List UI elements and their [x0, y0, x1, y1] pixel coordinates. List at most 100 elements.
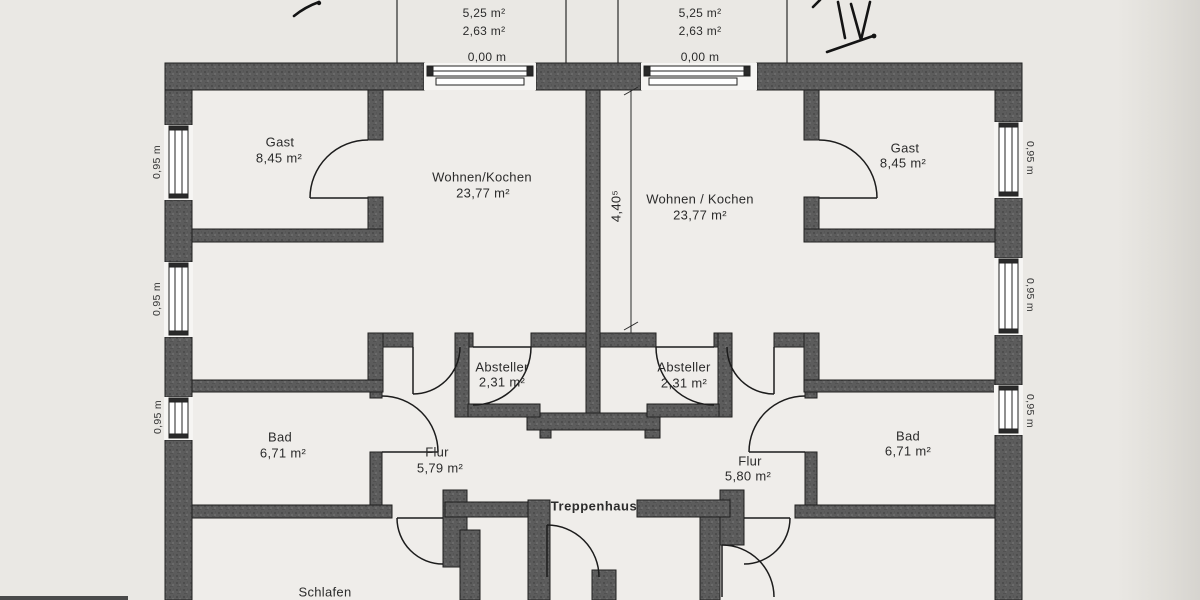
- wall-top-middle: [535, 62, 642, 91]
- room-area-gast-right: 8,45 m²: [879, 155, 927, 171]
- room-label-absteller-right: Absteller: [657, 359, 711, 375]
- room-area-flur-left: 5,79 m²: [416, 460, 464, 476]
- wall-bad-right-top: [803, 379, 996, 393]
- wall-central: [585, 89, 601, 414]
- room-label-wohnen-left: Wohnen/Kochen: [432, 169, 532, 185]
- room-area-absteller-left: 2,31 m²: [478, 374, 526, 390]
- room-area-wohnen-right: 23,77 m²: [673, 207, 727, 223]
- window-dim-left-2: 0,95 m: [151, 282, 163, 316]
- handwritten-marks: [292, 0, 877, 54]
- wall-gast-right-divider-upper: [803, 89, 820, 141]
- room-area-bad-left: 6,71 m²: [259, 445, 307, 461]
- wall-bad-left-east-upper: [369, 391, 383, 399]
- room-label-flur-left: Flur: [425, 444, 449, 460]
- wall-bad-left-east-lower: [369, 451, 383, 506]
- window-left-2: [164, 262, 193, 337]
- window-dim-left-1: 0,95 m: [151, 145, 163, 179]
- windows-left: [164, 125, 193, 440]
- balcony-rail-lines: [396, 0, 788, 63]
- room-label-treppenhaus: Treppenhaus: [550, 498, 638, 514]
- window-dim-right-1: 0,95 m: [1024, 141, 1036, 175]
- wall-bad-right-west-upper: [804, 391, 818, 399]
- room-label-gast-left: Gast: [265, 134, 295, 150]
- wall-left-4: [164, 439, 193, 600]
- windows-right: [994, 122, 1023, 435]
- wall-absteller-left-bottom: [467, 403, 541, 418]
- wall-top-left: [164, 62, 425, 91]
- wall-right-3: [994, 334, 1023, 386]
- doors: [309, 139, 878, 598]
- door-bad-right: [748, 395, 806, 453]
- door-wohnen-right: [726, 346, 775, 395]
- window-right-2: [994, 258, 1023, 335]
- wall-central-band: [526, 412, 661, 431]
- walls: [164, 62, 1023, 600]
- wall-wohnen-left-bottom-c: [530, 332, 587, 348]
- wall-right-1: [994, 89, 1023, 123]
- room-label-absteller-left: Absteller: [475, 359, 529, 375]
- wall-th-approach-left: [444, 501, 531, 518]
- window-dim-right-2: 0,95 m: [1024, 278, 1036, 312]
- balcony-left-area2: 2,63 m²: [462, 24, 506, 38]
- balcony-right-area2: 2,63 m²: [678, 24, 722, 38]
- wall-gast-left-divider-upper: [367, 89, 384, 141]
- room-label-flur-right: Flur: [738, 453, 762, 469]
- window-right-1: [994, 122, 1023, 198]
- room-area-flur-right: 5,80 m²: [724, 468, 772, 484]
- door-treppenhaus-right: [721, 544, 775, 598]
- room-area-absteller-right: 2,31 m²: [660, 375, 708, 391]
- room-label-schlafen-left: Schlafen: [298, 584, 352, 600]
- wall-gast-left-bottom: [191, 228, 384, 243]
- door-treppenhaus-left: [546, 524, 600, 578]
- handwritten-iv-mark: [811, 0, 877, 54]
- door-gast-right: [818, 139, 878, 199]
- room-area-bad-right: 6,71 m²: [884, 443, 932, 459]
- window-right-3: [994, 385, 1023, 435]
- wall-connector-right: [803, 332, 820, 381]
- room-label-gast-right: Gast: [890, 140, 920, 156]
- window-dim-right-3: 0,95 m: [1024, 394, 1036, 428]
- wall-left-1: [164, 89, 193, 126]
- wall-stub-left: [539, 429, 552, 439]
- door-bad-left: [381, 395, 439, 453]
- room-area-gast-left: 8,45 m²: [255, 150, 303, 166]
- balcony-right-level: 0,00 m: [680, 50, 720, 64]
- wall-top-right: [756, 62, 1023, 91]
- door-schlafen-left: [396, 517, 444, 565]
- wall-gast-right-bottom: [803, 228, 996, 243]
- room-label-bad-right: Bad: [895, 428, 921, 444]
- wall-left-2: [164, 199, 193, 263]
- wall-th-left: [527, 499, 551, 600]
- door-gast-left: [309, 139, 369, 199]
- wall-wohnen-left-bottom-a: [382, 332, 414, 348]
- balcony-left-level: 0,00 m: [467, 50, 507, 64]
- wall-bad-left-top: [191, 379, 384, 393]
- wall-absteller-right-bottom: [646, 403, 720, 418]
- wall-bad-left-bottom: [191, 504, 393, 519]
- wall-wohnen-right-bottom-a: [599, 332, 657, 348]
- door-schlafen-right: [743, 517, 791, 565]
- room-label-wohnen-right: Wohnen / Kochen: [646, 191, 754, 207]
- door-absteller-left: [472, 346, 532, 406]
- wall-wohnen-right-bottom-c: [773, 332, 805, 348]
- wall-th-right: [699, 516, 721, 600]
- window-left-3: [164, 397, 193, 440]
- window-dim-left-3: 0,95 m: [152, 400, 164, 434]
- balcony-left-area1: 5,25 m²: [462, 6, 506, 20]
- door-absteller-right: [655, 346, 715, 406]
- wall-left-3: [164, 336, 193, 398]
- wall-right-4: [994, 434, 1023, 600]
- wall-bad-right-west-lower: [804, 451, 818, 506]
- wall-absteller-right-east: [717, 332, 733, 418]
- wall-th-left-inner: [459, 529, 481, 600]
- wall-th-approach-right: [636, 499, 731, 518]
- handwritten-check-mark: [292, 0, 322, 18]
- wall-bad-right-bottom: [794, 504, 996, 519]
- room-area-wohnen-left: 23,77 m²: [456, 185, 510, 201]
- balcony-door-right: [641, 63, 757, 90]
- balcony-right-area1: 5,25 m²: [678, 6, 722, 20]
- wall-absteller-left-west: [454, 332, 470, 418]
- dimension-line-440: [623, 86, 639, 333]
